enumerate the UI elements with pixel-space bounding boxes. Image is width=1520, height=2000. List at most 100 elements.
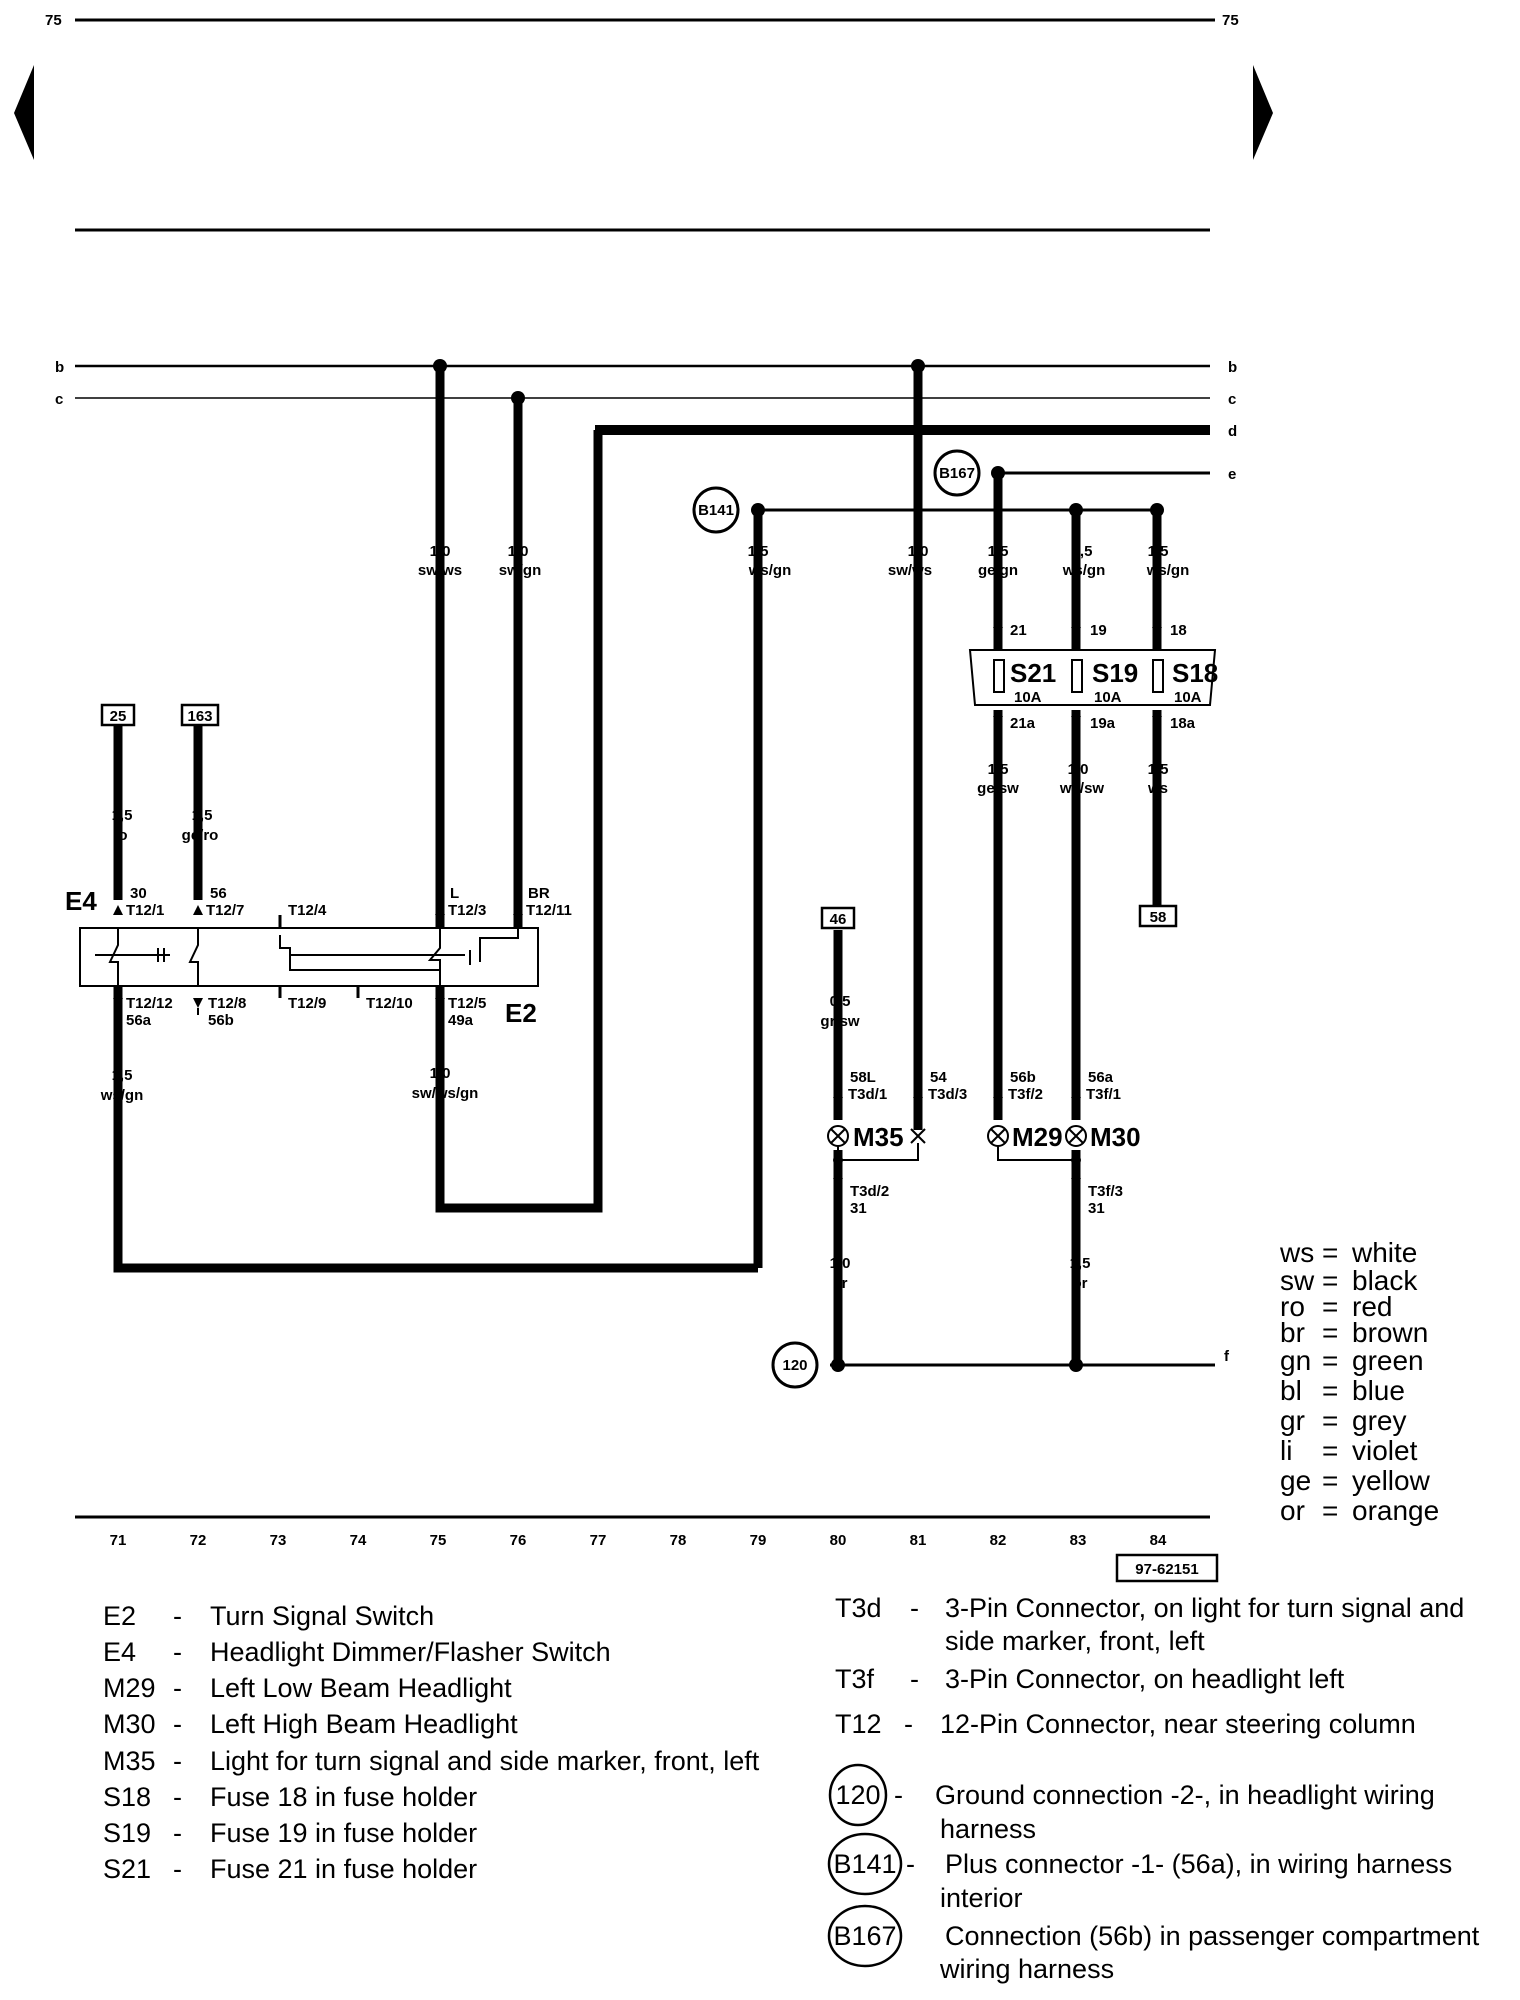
svg-text:-: - [910,1593,919,1623]
track-73: 73 [270,1532,287,1549]
bus-label-b-left: b [55,359,64,376]
legend-code: M30 [103,1709,156,1739]
svg-text:58: 58 [1150,909,1167,926]
legend-desc: 12-Pin Connector, near steering column [940,1709,1416,1739]
bus-label-e-right: e [1228,466,1236,483]
color-key-name: yellow [1352,1465,1431,1496]
fuse-s18-out: 18a [1170,715,1196,732]
wire-label-82-top-size: 1,5 [988,543,1009,560]
svg-text:-: - [173,1601,182,1631]
track-83: 83 [1070,1532,1087,1549]
wire-d-loop [435,425,603,1213]
svg-text:-: - [910,1664,919,1694]
node-120: 120 [771,1341,819,1389]
wire-label-75-size: 1,0 [430,543,451,560]
legend-code: M29 [103,1673,156,1703]
svg-text:-: - [173,1854,182,1884]
node-b167: B167 [933,449,981,497]
wire-label-83-top-size: 1,5 [1072,543,1093,560]
color-key-name: brown [1352,1317,1428,1348]
wire-label-80-bottom-color: br [833,1275,848,1292]
lamp-m29 [987,1125,1009,1147]
legend-code: M35 [103,1746,156,1776]
svg-text:=: = [1322,1375,1338,1406]
legend-left: E2 - Turn Signal Switch E4 - Headlight D… [103,1601,760,1884]
arrow-t3d1 [833,1088,843,1098]
legend-code: B167 [833,1921,896,1951]
wire-label-84-bottom-size: 1,5 [1148,761,1169,778]
ref-box-163: 163 [180,703,220,727]
legend-desc: Light for turn signal and side marker, f… [210,1746,760,1776]
wire-label-82-bottom-color: ge/sw [977,780,1019,797]
legend-code: E2 [103,1601,136,1631]
pin-56b-lamp: 56b [1010,1069,1036,1086]
ref-box-25: 25 [100,703,136,727]
junction-m35 [833,1155,843,1165]
fuse-s19-out: 19a [1090,715,1116,732]
lamp-m35-left [827,1125,849,1147]
pin-56a-lamp: 56a [1088,1069,1114,1086]
color-key-code: or [1280,1495,1305,1526]
figure-id-box: 97-62151 [1115,1553,1219,1583]
svg-text:25: 25 [110,708,127,725]
legend-desc: 3-Pin Connector, on headlight left [945,1664,1345,1694]
color-key-name: blue [1352,1375,1405,1406]
arrow-t3d2 [833,1178,843,1188]
svg-text:163: 163 [187,708,212,725]
wire-label-83-bottom-color: ws/sw [1059,780,1105,797]
color-key-name: grey [1352,1405,1406,1436]
prev-page-icon[interactable] [14,65,34,160]
color-key-code: br [1280,1317,1305,1348]
wire-label-71-top-size: 1,5 [112,807,133,824]
wire-label-83-top-color: ws/gn [1062,562,1106,579]
svg-text:-: - [173,1637,182,1667]
legend-code: S19 [103,1818,151,1848]
legend-desc: Fuse 21 in fuse holder [210,1854,477,1884]
bus-label-f-right: f [1224,1348,1230,1365]
color-key-code: ws [1279,1237,1314,1268]
ref-box-46: 46 [820,906,856,930]
color-key-code: sw [1280,1265,1315,1296]
track-80: 80 [830,1532,847,1549]
pin-58l: 58L [850,1069,876,1086]
junction-76 [511,391,525,405]
legend-desc: side marker, front, left [945,1626,1205,1656]
legend-desc: Fuse 19 in fuse holder [210,1818,477,1848]
next-page-icon[interactable] [1253,65,1273,160]
track-77: 77 [590,1532,607,1549]
color-key-name: orange [1352,1495,1439,1526]
legend-desc: harness [940,1814,1036,1844]
legend-desc: Fuse 18 in fuse holder [210,1782,477,1812]
pin-t12-3: T12/3 [448,902,486,919]
wire-label-80-bottom-size: 1,0 [830,1255,851,1272]
arrow-t3f1 [1071,1088,1081,1098]
fuse-s21-out: 21a [1010,715,1036,732]
wire-label-75-color: sw/ws [418,562,462,579]
wire-label-82-top-color: ge/gn [978,562,1018,579]
track-75: 75 [430,1532,447,1549]
legend-code: T12 [835,1709,882,1739]
color-key-name: white [1351,1237,1417,1268]
svg-text:=: = [1322,1317,1338,1348]
track-74: 74 [350,1532,367,1549]
junction-75 [433,359,447,373]
junction-84 [1150,503,1164,517]
legend-code: 120 [835,1780,880,1810]
pin-56: 56 [210,885,227,902]
pin-t12-7: T12/7 [206,902,244,919]
pin-31-a: 31 [850,1200,867,1217]
pin-t3f-2: T3f/2 [1008,1086,1043,1103]
pin-t3f-1: T3f/1 [1086,1086,1121,1103]
legend-desc: Left High Beam Headlight [210,1709,518,1739]
wire-71-return [113,1010,758,1273]
pin-54: 54 [930,1069,947,1086]
legend-desc: wiring harness [939,1954,1114,1984]
fuse-s19-rating: 10A [1094,689,1122,706]
wire-m29-m30-return [997,1146,1076,1161]
color-key-code: gn [1280,1345,1311,1376]
fuse-s21-name: S21 [1010,658,1056,688]
fuse-s21-in: 21 [1010,622,1027,639]
track-72: 72 [190,1532,207,1549]
svg-text:-: - [173,1673,182,1703]
svg-text:=: = [1322,1265,1338,1296]
